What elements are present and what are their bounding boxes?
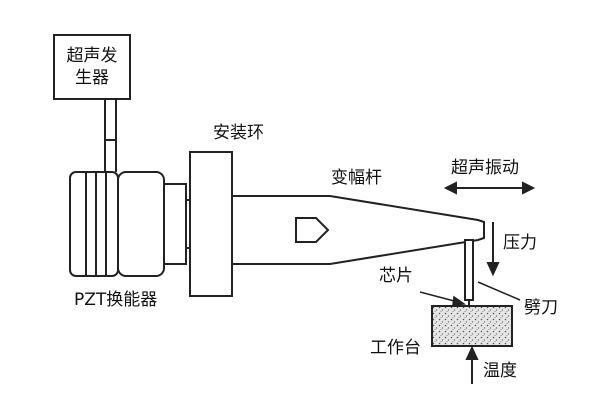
pzt-transducer (69, 171, 187, 277)
wedge-leader (477, 281, 521, 301)
mounting-ring-label: 安装环 (213, 123, 264, 143)
horn (231, 195, 485, 265)
vibration-arrow (443, 181, 536, 195)
chip-label: 芯片 (379, 266, 413, 286)
generator-label-line2: 生器 (75, 68, 109, 88)
temperature-arrow (465, 345, 479, 384)
horn-label: 变幅杆 (331, 168, 382, 188)
horn-window (295, 217, 330, 243)
mounting-ring (186, 151, 233, 297)
pressure-label: 压力 (503, 233, 537, 253)
chip-leader (419, 291, 467, 306)
vibration-label: 超声振动 (451, 158, 519, 178)
workbench-block (431, 305, 513, 347)
transducer-label: PZT换能器 (74, 290, 158, 310)
wedge-tool (464, 239, 474, 306)
generator-label-line1: 超声发 (66, 46, 118, 66)
ultrasonic-generator-box: 超声发 生器 (53, 34, 131, 100)
pressure-arrow (486, 222, 500, 277)
temperature-label: 温度 (483, 361, 517, 381)
generator-wires (104, 100, 117, 172)
workbench-label: 工作台 (370, 338, 421, 358)
wedge-tool-label: 劈刀 (524, 298, 558, 318)
